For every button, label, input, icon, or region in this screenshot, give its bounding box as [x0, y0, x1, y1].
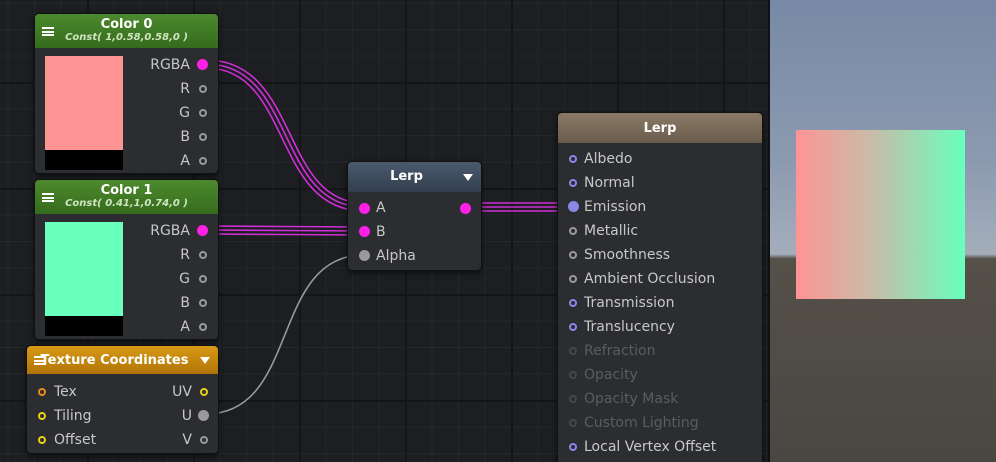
output-port-r[interactable]: [199, 251, 207, 259]
input-port-custom-lighting[interactable]: [569, 419, 577, 427]
input-port-opacity[interactable]: [569, 371, 577, 379]
input-port-smoothness[interactable]: [569, 251, 577, 259]
input-port-normal[interactable]: [569, 179, 577, 187]
output-v: V: [182, 432, 192, 448]
input-port-tiling[interactable]: [38, 412, 46, 420]
texture-coordinates-node[interactable]: Texture Coordinates Tex Tiling Offset UV…: [26, 345, 219, 454]
color0-node-header[interactable]: Color 0 Const( 1,0.58,0.58,0 ): [35, 14, 218, 48]
input-port-transmission[interactable]: [569, 299, 577, 307]
input-ambient-occlusion: Ambient Occlusion: [584, 271, 716, 287]
output-a: A: [180, 319, 190, 335]
input-opacity: Opacity: [584, 367, 638, 383]
input-normal: Normal: [584, 175, 635, 191]
output-port-b[interactable]: [199, 133, 207, 141]
node-title: Texture Coordinates: [40, 353, 189, 368]
node-title: Color 1: [100, 183, 153, 198]
input-b: B: [376, 224, 386, 240]
color1-preview: [45, 222, 123, 336]
input-port-offset[interactable]: [38, 436, 46, 444]
output-port-rgba[interactable]: [197, 59, 208, 70]
output-b: B: [180, 295, 190, 311]
input-transmission: Transmission: [584, 295, 675, 311]
material-preview-pane[interactable]: [768, 0, 996, 462]
output-port[interactable]: [460, 203, 471, 214]
dropdown-caret-icon[interactable]: [463, 174, 473, 181]
output-port-g[interactable]: [199, 109, 207, 117]
output-r: R: [180, 81, 190, 97]
output-uv: UV: [172, 384, 192, 400]
input-alpha: Alpha: [376, 248, 416, 264]
output-port-rgba[interactable]: [197, 225, 208, 236]
output-port-b[interactable]: [199, 299, 207, 307]
input-emission: Emission: [584, 199, 647, 215]
input-tex: Tex: [54, 384, 77, 400]
node-title: Lerp: [390, 169, 423, 184]
pane-divider[interactable]: [768, 0, 770, 462]
wire-color1-to-lerp-b: [205, 225, 365, 236]
output-g: G: [179, 105, 190, 121]
color-swatch: [45, 222, 123, 316]
output-port-a[interactable]: [199, 157, 207, 165]
lerp-node[interactable]: Lerp A B Alpha: [347, 161, 482, 271]
output-rgba: RGBA: [150, 223, 190, 239]
input-port-a[interactable]: [359, 203, 370, 214]
wire-color0-to-lerp-a: [205, 59, 365, 212]
input-port-alpha[interactable]: [359, 250, 370, 261]
wire-u-to-lerp-alpha: [205, 254, 365, 415]
input-port-translucency[interactable]: [569, 323, 577, 331]
dropdown-caret-icon[interactable]: [200, 357, 210, 364]
node-canvas[interactable]: Color 0 Const( 1,0.58,0.58,0 ) RGBA R G …: [0, 0, 768, 462]
output-port-a[interactable]: [199, 323, 207, 331]
menu-icon[interactable]: [34, 356, 46, 365]
input-metallic: Metallic: [584, 223, 639, 239]
input-port-refraction[interactable]: [569, 347, 577, 355]
input-port-ambient-occlusion[interactable]: [569, 275, 577, 283]
node-subtitle: Const( 1,0.58,0.58,0 ): [65, 32, 188, 43]
output-a: A: [180, 153, 190, 169]
input-opacity-mask: Opacity Mask: [584, 391, 679, 407]
master-node-header[interactable]: Lerp: [558, 113, 762, 143]
input-tiling: Tiling: [54, 408, 92, 424]
output-port-uv[interactable]: [200, 388, 208, 396]
menu-icon[interactable]: [42, 193, 54, 202]
color0-preview: [45, 56, 123, 170]
input-port-local-vertex-offset[interactable]: [569, 443, 577, 451]
input-offset: Offset: [54, 432, 97, 448]
input-port-b[interactable]: [359, 226, 370, 237]
input-port-metallic[interactable]: [569, 227, 577, 235]
output-port-u[interactable]: [198, 410, 209, 421]
node-title: Color 0: [100, 17, 153, 32]
input-smoothness: Smoothness: [584, 247, 671, 263]
input-port-opacity-mask[interactable]: [569, 395, 577, 403]
color1-node[interactable]: Color 1 Const( 0.41,1,0.74,0 ) RGBA R G …: [34, 179, 219, 340]
output-g: G: [179, 271, 190, 287]
output-port-v[interactable]: [200, 436, 208, 444]
output-port-r[interactable]: [199, 85, 207, 93]
node-subtitle: Const( 0.41,1,0.74,0 ): [65, 198, 188, 209]
input-refraction: Refraction: [584, 343, 656, 359]
connection-wires: [205, 59, 568, 415]
color0-node[interactable]: Color 0 Const( 1,0.58,0.58,0 ) RGBA R G …: [34, 13, 219, 174]
input-albedo: Albedo: [584, 151, 633, 167]
color1-node-header[interactable]: Color 1 Const( 0.41,1,0.74,0 ): [35, 180, 218, 214]
node-title: Lerp: [643, 121, 677, 136]
input-port-emission[interactable]: [568, 201, 579, 212]
input-custom-lighting: Custom Lighting: [584, 415, 699, 431]
output-port-g[interactable]: [199, 275, 207, 283]
menu-icon[interactable]: [42, 27, 54, 36]
output-rgba: RGBA: [150, 57, 190, 73]
output-u: U: [181, 408, 192, 424]
output-r: R: [180, 247, 190, 263]
input-port-albedo[interactable]: [569, 155, 577, 163]
input-local-vertex-offset: Local Vertex Offset: [584, 439, 717, 455]
input-port-tex[interactable]: [38, 388, 46, 396]
texcoords-node-header[interactable]: Texture Coordinates: [27, 346, 218, 374]
lerp-node-header[interactable]: Lerp: [348, 162, 481, 192]
input-translucency: Translucency: [584, 319, 675, 335]
input-a: A: [376, 200, 386, 216]
output-b: B: [180, 129, 190, 145]
preview-quad: [796, 130, 965, 299]
color-swatch: [45, 56, 123, 150]
